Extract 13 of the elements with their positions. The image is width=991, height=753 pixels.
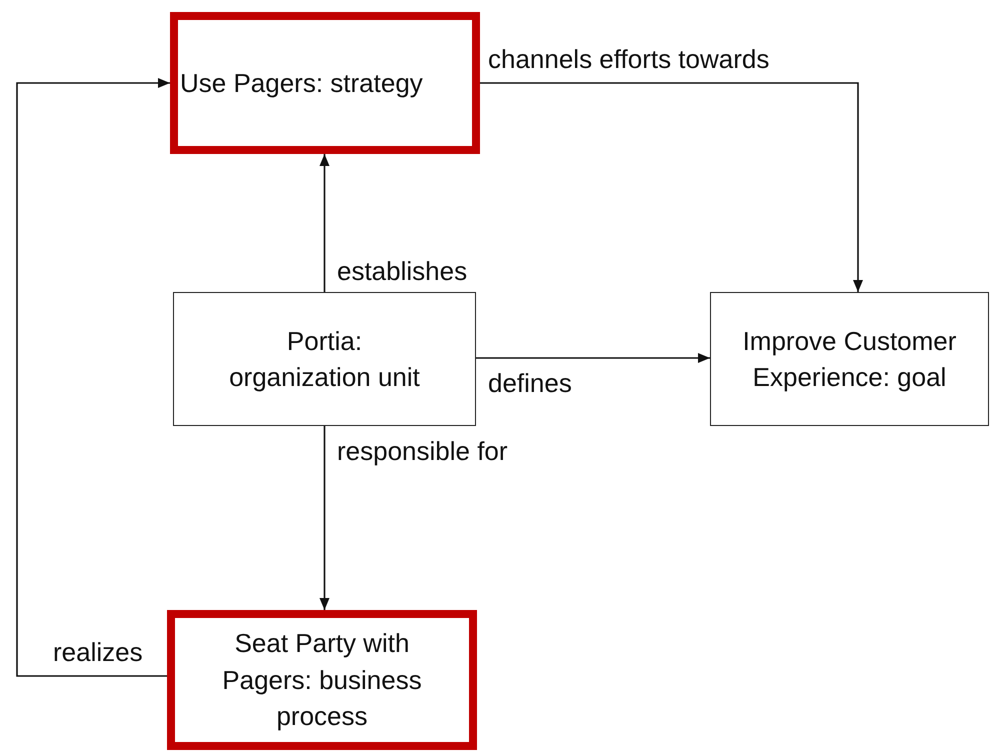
arrow (16, 78, 170, 677)
arrow (480, 82, 863, 292)
highlighted-box (170, 12, 480, 154)
node-text: Portia: organization unit (228, 324, 421, 394)
node-text: Seat Party with Pagers: business process (221, 627, 423, 734)
highlighted-box (167, 610, 477, 750)
process-box (173, 292, 476, 426)
arrow (476, 353, 710, 363)
node-text: Use Pagers: strategy (180, 66, 423, 100)
arrow (320, 154, 330, 292)
node-text: Improve Customer Experience: goal (742, 324, 958, 394)
process-box (710, 292, 989, 426)
arrow (320, 426, 330, 610)
